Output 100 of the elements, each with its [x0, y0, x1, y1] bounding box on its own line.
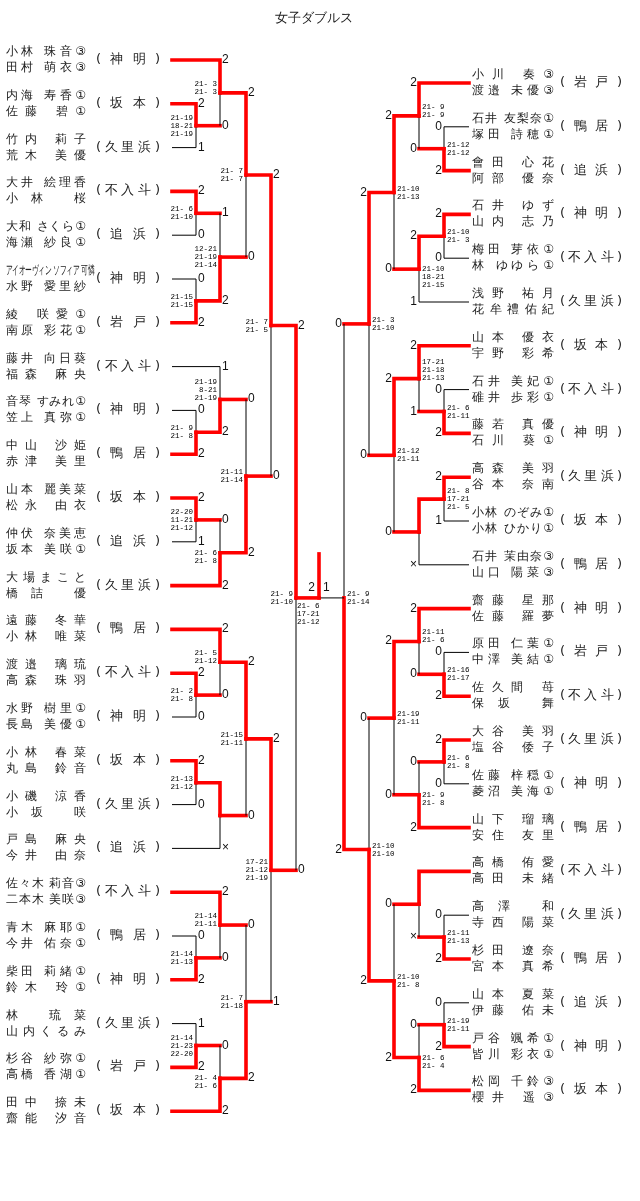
school-name: (岩戸): [96, 313, 160, 330]
player-name: 高田 未緒: [472, 870, 554, 887]
match-score: 0: [410, 754, 417, 768]
match-score: 0: [222, 950, 229, 964]
match-score: 1: [410, 295, 417, 308]
school-name: (坂本): [560, 1081, 622, 1098]
player-name: 佐藤 碧①: [6, 102, 86, 119]
match-score: 2: [198, 972, 205, 986]
match-score: 1: [222, 206, 229, 220]
match-score: 2: [222, 622, 229, 636]
player-name: 小林 桜: [6, 190, 86, 207]
match-score: 2: [198, 1060, 205, 1074]
school-name: (久里浜): [560, 731, 622, 747]
player-name: 音琴 すみれ①: [6, 393, 86, 410]
match-score: 2: [410, 1083, 417, 1097]
player-name: アイオーヴィン ソフィア 可憐: [6, 262, 94, 278]
player-name: 竹内 莉子: [6, 130, 86, 147]
player-name: 山口 陽菜③: [472, 563, 554, 580]
player-name: 佐藤 羅夢: [472, 607, 554, 624]
match-score: 2: [222, 1104, 229, 1118]
match-score: 2: [198, 666, 205, 680]
player-name: 伊藤 佑未: [472, 1001, 554, 1018]
school-name: (追浜): [96, 532, 160, 549]
player-name: 花牟禮佑紀: [472, 301, 554, 317]
school-name: (鴨居): [560, 818, 622, 835]
player-name: 南原 彩花①: [6, 321, 86, 338]
school-name: (不入斗): [96, 883, 160, 900]
player-name: 戸島 麻央: [6, 831, 86, 848]
school-name: (不入斗): [560, 380, 622, 397]
match-score: 2: [360, 185, 367, 199]
school-name: (神明): [560, 1037, 622, 1054]
player-name: 中澤 美結①: [472, 651, 554, 668]
school-name: (神明): [560, 424, 622, 441]
match-score: 0: [385, 787, 392, 801]
match-score: 2: [385, 634, 392, 648]
player-name: 高森 珠羽: [6, 672, 86, 689]
player-name: 宇野 彩希: [472, 344, 554, 361]
match-score: 0: [273, 469, 280, 483]
school-name: (神明): [96, 270, 160, 286]
player-name: 小川 奏③: [472, 66, 554, 82]
player-name: 今井 由奈: [6, 847, 86, 864]
match-score: 2: [198, 184, 205, 198]
player-name: 佐藤 梓穏①: [472, 766, 554, 783]
match-score: 0: [435, 908, 442, 922]
player-name: 渡邉 未優③: [472, 82, 554, 98]
match-score: 2: [385, 108, 392, 122]
match-score: 2: [273, 731, 280, 745]
player-name: 小坂 咲: [6, 803, 86, 820]
school-name: (神明): [560, 599, 622, 616]
player-name: 齋藤 星那: [472, 591, 554, 608]
match-score: 2: [410, 229, 417, 243]
school-name: (不入斗): [96, 664, 160, 681]
player-name: 戸谷 颯希①: [472, 1029, 554, 1046]
school-name: (坂本): [96, 751, 160, 768]
player-name: 渡邉 璃琉: [6, 656, 86, 673]
match-score: 1: [198, 534, 205, 548]
player-name: 石井 茉由奈③: [472, 547, 554, 564]
school-name: (久里浜): [96, 795, 160, 812]
player-name: 笠上 真弥①: [6, 409, 86, 426]
school-name: (久里浜): [96, 138, 160, 155]
match-score: 2: [435, 163, 442, 177]
player-name: 塩谷 倭子: [472, 739, 554, 755]
player-name: 碓井 歩彩①: [472, 388, 554, 405]
player-name: 小林 のぞみ①: [472, 504, 554, 520]
player-name: 大場まこと: [6, 568, 86, 585]
match-score: 2: [222, 578, 229, 592]
match-score: 1: [273, 994, 280, 1008]
player-name: 山下 瑠璃: [472, 810, 554, 827]
player-name: 柴田 莉緒①: [6, 962, 86, 979]
player-name: 佐久間 苺: [472, 679, 554, 696]
match-score: 0: [435, 776, 442, 790]
match-score: 1: [198, 1016, 205, 1030]
school-name: (不入斗): [96, 182, 160, 199]
player-name: 藤若 真優: [472, 416, 554, 433]
school-name: (神明): [560, 774, 622, 791]
match-score: 0: [198, 228, 205, 242]
player-name: 遠藤 冬華: [6, 612, 86, 629]
school-name: (追浜): [96, 839, 160, 856]
school-name: (坂本): [96, 489, 160, 505]
match-score: 0: [198, 797, 205, 811]
match-score: 0: [410, 667, 417, 681]
school-name: (追浜): [560, 161, 622, 178]
match-score: 2: [222, 53, 229, 66]
match-score: 2: [385, 371, 392, 385]
match-score: 2: [435, 426, 442, 440]
match-score: 2: [410, 601, 417, 615]
player-name: 林 ゆゆら①: [472, 257, 554, 274]
match-score: 2: [335, 842, 342, 856]
school-name: (不入斗): [560, 862, 622, 879]
player-name: 山本 夏菜: [472, 985, 554, 1002]
player-name: 坂本 美咲①: [6, 540, 86, 557]
school-name: (岩戸): [560, 74, 622, 90]
player-name: 大井 絵理香: [6, 174, 86, 191]
match-score: 0: [222, 1038, 229, 1052]
match-score: 2: [222, 425, 229, 439]
school-name: (神明): [96, 708, 160, 724]
player-name: 石井 美妃①: [472, 372, 554, 389]
title: 女子ダブルス: [275, 10, 353, 26]
match-score: 0: [435, 645, 442, 659]
school-name: (鴨居): [96, 445, 160, 462]
